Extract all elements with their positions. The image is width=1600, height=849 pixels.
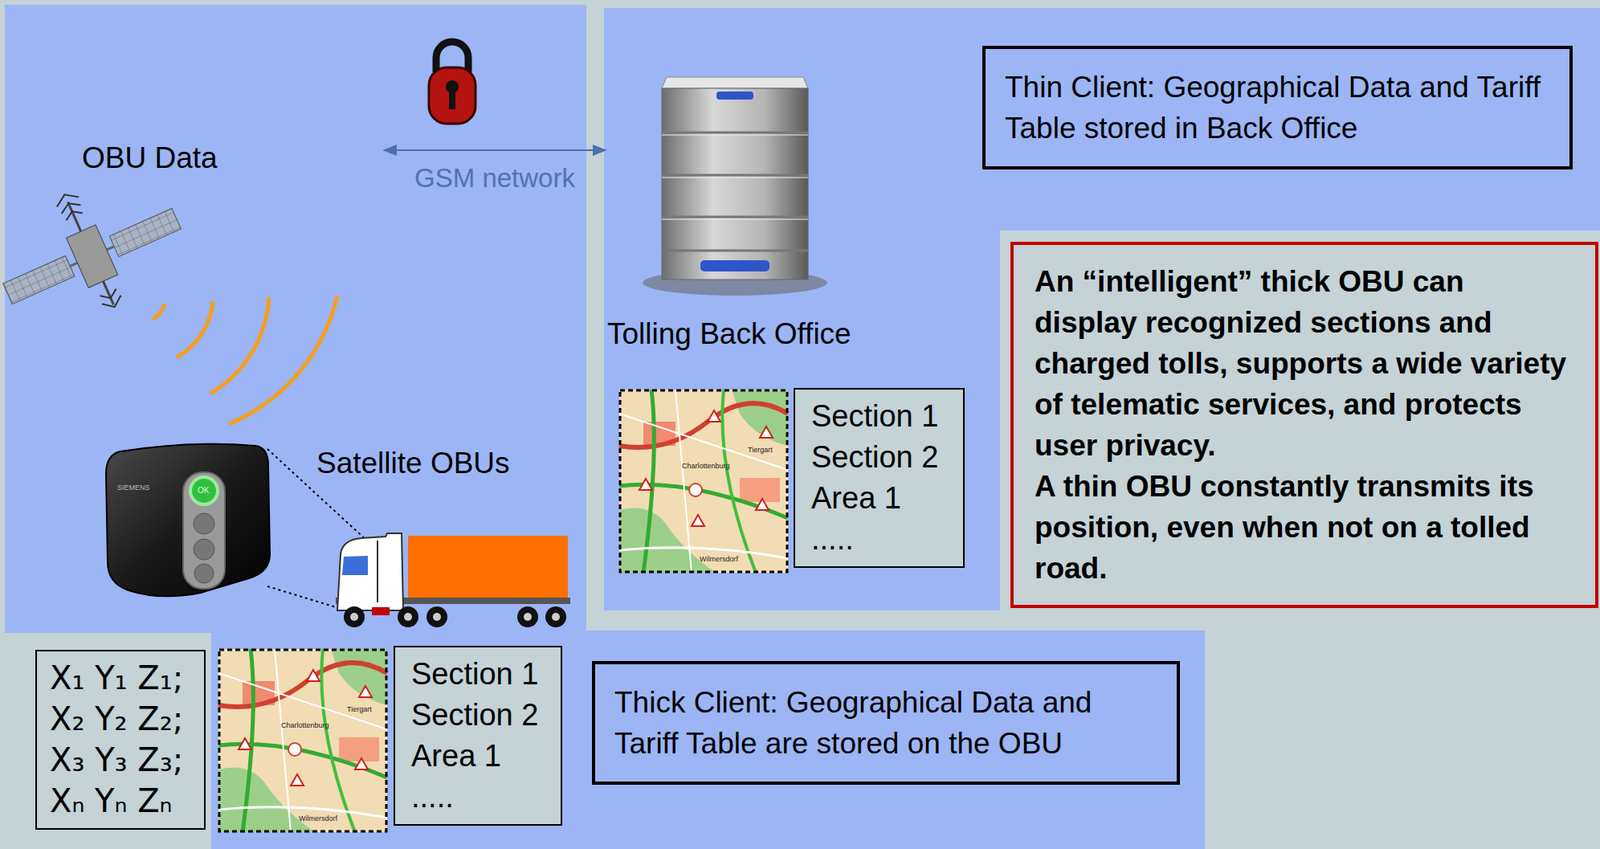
box-text: Thin Client: Geographical Data and Tarif… xyxy=(1004,66,1551,149)
coordinate-list: X₁ Y₁ Z₁;X₂ Y₂ Z₂;X₃ Y₃ Z₃;Xₙ Yₙ Zₙ xyxy=(35,649,206,830)
map-thumbnail xyxy=(218,648,388,833)
link-label: GSM network xyxy=(411,163,579,194)
box-text: Tolling Back Office xyxy=(607,316,865,352)
data-source: OBU Data xyxy=(81,140,380,176)
box-text: Thick Client: Geographical Data and Tari… xyxy=(614,681,1158,764)
thin-client-box: Thin Client: Geographical Data and Tarif… xyxy=(982,45,1573,170)
box-text: ..... xyxy=(411,776,545,818)
thick-client-box: Thick Client: Geographical Data and Tari… xyxy=(591,661,1180,785)
map-place-name: Charlottenburg xyxy=(281,721,330,730)
map-place-name: Wilmersdorf xyxy=(699,555,739,564)
bottom-panel xyxy=(211,630,1205,849)
box-text: Section 1 xyxy=(411,653,545,695)
box-text: X₃ Y₃ Z₃; xyxy=(49,739,192,781)
section-list: Section 1Section 2Area 1..... xyxy=(393,645,563,826)
box-text: OBU Data xyxy=(81,140,380,176)
network-link xyxy=(383,149,606,152)
box-text: An “intelligent” thick OBU can display r… xyxy=(1034,261,1575,466)
box-text: Section 2 xyxy=(811,436,947,478)
status-light-text: OK xyxy=(197,485,209,495)
note-ground xyxy=(1000,230,1600,613)
back-office: Tolling Back Office xyxy=(607,61,865,352)
left-panel xyxy=(4,4,587,633)
map-thumbnail xyxy=(619,389,788,573)
device-label: Satellite OBUs xyxy=(316,446,511,481)
truck xyxy=(335,533,571,628)
map-place-name: Tiergart xyxy=(346,705,372,714)
lock-icon xyxy=(428,41,476,124)
obu-device xyxy=(106,444,270,597)
box-text: Section 1 xyxy=(811,395,947,437)
box-text: ..... xyxy=(811,518,947,560)
section-list: Section 1Section 2Area 1..... xyxy=(793,387,965,568)
map-place-name: Tiergart xyxy=(747,445,773,454)
map-place-name: Wilmersdorf xyxy=(298,814,338,823)
box-text: A thin OBU constantly transmits its posi… xyxy=(1034,465,1575,589)
signal-arcs xyxy=(152,295,338,425)
note-box: An “intelligent” thick OBU can display r… xyxy=(1010,241,1599,609)
box-text: Xₙ Yₙ Zₙ xyxy=(49,780,192,822)
box-text: X₁ Y₁ Z₁; xyxy=(49,657,192,699)
box-text: Section 2 xyxy=(411,694,545,736)
brand-mark: SIEMENS xyxy=(117,483,151,492)
satellite xyxy=(0,157,200,345)
right-panel xyxy=(604,8,1600,611)
map-place-name: Charlottenburg xyxy=(681,461,731,470)
server xyxy=(642,77,828,296)
box-text: X₂ Y₂ Z₂; xyxy=(49,698,192,740)
box-text: Area 1 xyxy=(411,735,545,777)
box-text: Area 1 xyxy=(811,477,947,519)
